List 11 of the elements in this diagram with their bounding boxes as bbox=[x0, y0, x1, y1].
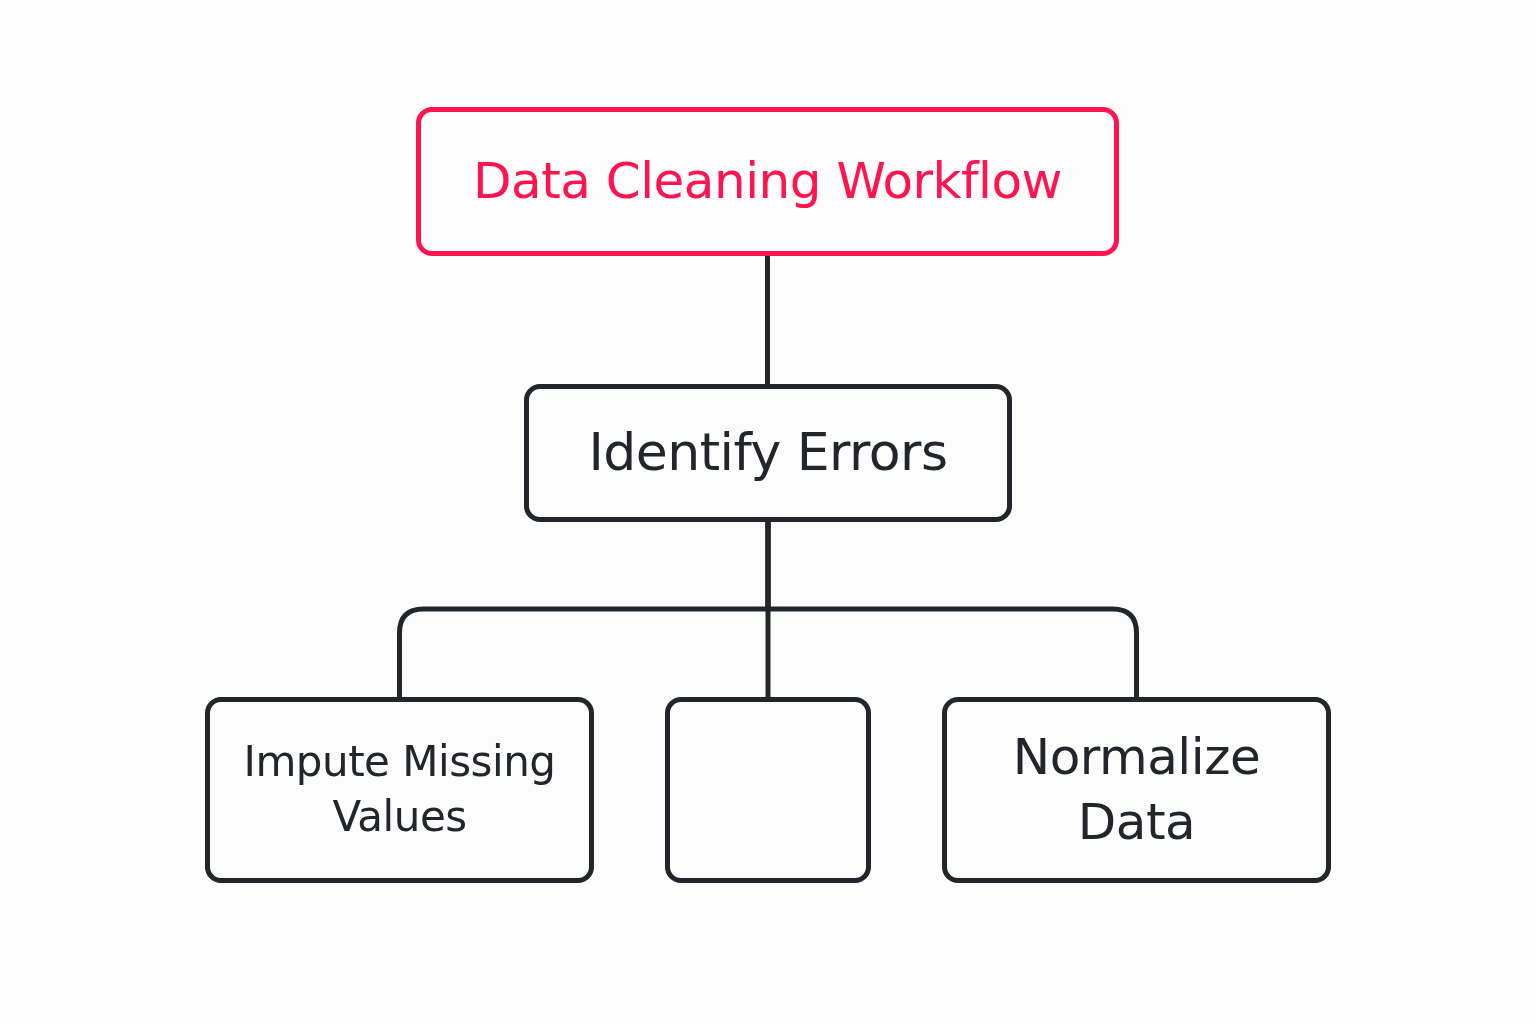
title-text: Data Cleaning Workflow bbox=[473, 151, 1062, 212]
process-box bbox=[205, 697, 594, 883]
process-box bbox=[524, 384, 1012, 522]
node-label: Impute Missing Values bbox=[242, 736, 557, 843]
process-box bbox=[942, 697, 1331, 883]
connector-line bbox=[765, 522, 1139, 697]
node-label: Normalize Data bbox=[1011, 727, 1262, 853]
title-box bbox=[416, 107, 1119, 256]
node-label: Identify Errors bbox=[588, 421, 948, 485]
connector-line bbox=[765, 256, 770, 384]
empty-box bbox=[665, 697, 871, 883]
